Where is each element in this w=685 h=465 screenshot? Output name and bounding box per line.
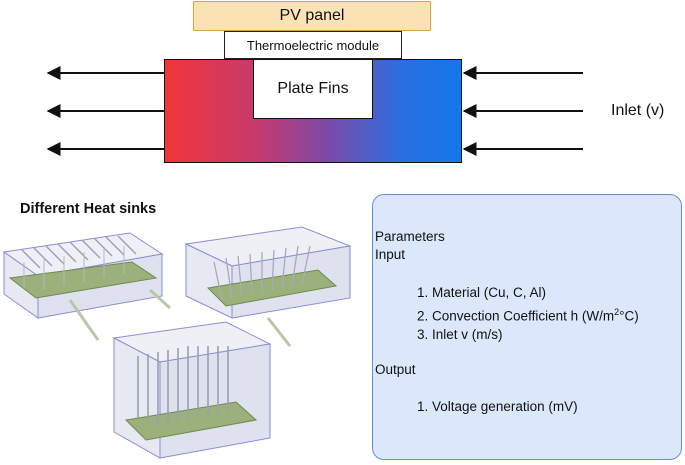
thermoelectric-module-label: Thermoelectric module <box>246 37 380 53</box>
heat-sink-angled-pins-image <box>184 226 352 347</box>
inlet-label: Inlet (v) <box>611 102 665 119</box>
output-item-voltage: 1. Voltage generation (mV) <box>417 399 578 414</box>
convection-unit-suffix: °C) <box>619 308 639 324</box>
plate-fins-box: Plate Fins <box>253 59 373 119</box>
outlet-arrows <box>46 66 164 156</box>
heat-sink-plate-fins-image <box>2 232 172 341</box>
plate-fins-label: Plate Fins <box>277 80 349 97</box>
input-item-material: 1. Material (Cu, C, Al) <box>417 285 547 300</box>
pv-panel-box: PV panel <box>193 1 431 31</box>
input-label: Input <box>375 247 406 262</box>
pv-panel-label: PV panel <box>279 7 345 24</box>
thermoelectric-module-box: Thermoelectric module <box>224 31 402 59</box>
heat-sinks-title: Different Heat sinks <box>20 201 157 217</box>
input-item-inlet: 3. Inlet v (m/s) <box>417 327 503 342</box>
heat-sink-pin-fins-image <box>112 321 272 459</box>
convection-superscript: 2 <box>614 307 620 317</box>
input-item-convection-text: 2. Convection Coefficient h (W/m <box>417 308 615 324</box>
parameters-panel: Parameters Input 1. Material (Cu, C, Al)… <box>372 194 682 460</box>
parameters-heading: Parameters <box>375 229 445 244</box>
output-label: Output <box>375 362 416 377</box>
inlet-arrows <box>462 66 583 156</box>
input-item-convection: 2. Convection Coefficient h (W/m2°C) <box>417 307 639 324</box>
